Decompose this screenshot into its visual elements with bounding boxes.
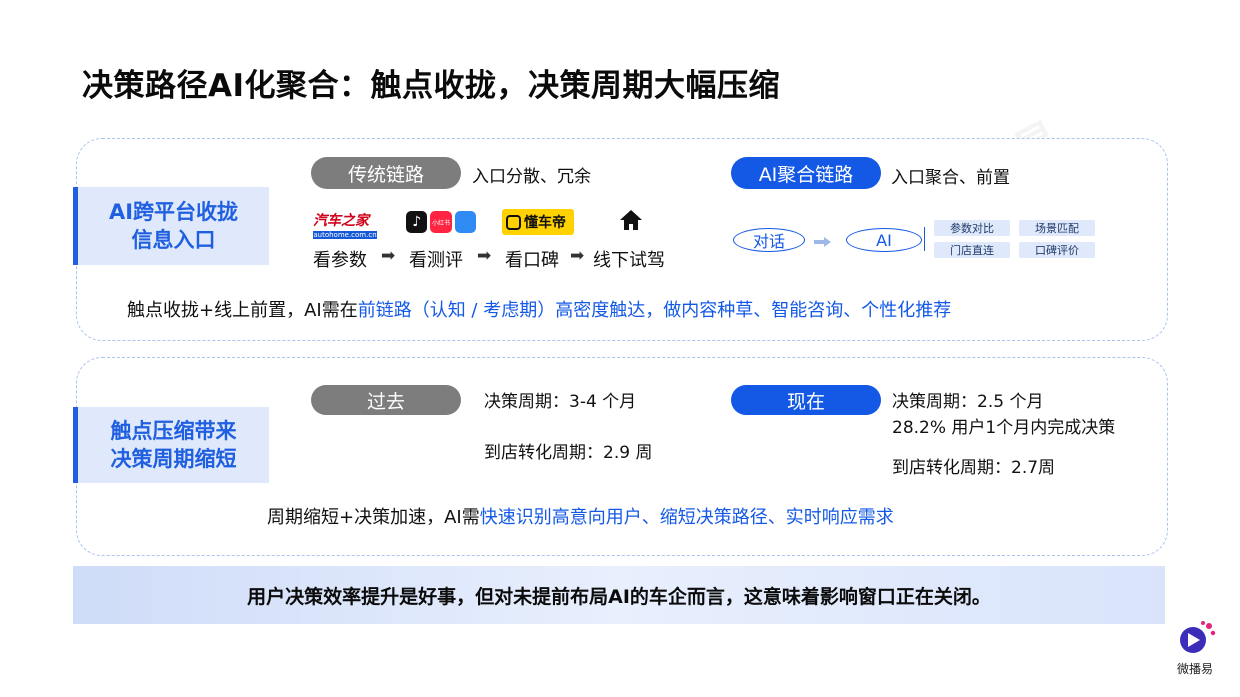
now-decision-cycle: 决策周期：2.5 个月 bbox=[892, 392, 1044, 412]
video-app-icon bbox=[454, 211, 476, 233]
section1-summary-prefix: 触点收拢+线上前置，AI需在 bbox=[127, 300, 358, 321]
brand-label: 微播易 bbox=[1176, 662, 1213, 676]
tag-param-compare: 参数对比 bbox=[934, 220, 1010, 236]
arrow-right-icon: ➡ bbox=[477, 246, 492, 266]
autohome-logo-text: 汽车之家 bbox=[313, 213, 369, 229]
traditional-path-pill: 传统链路 bbox=[311, 157, 461, 189]
brand-logo: 微播易 bbox=[1170, 620, 1220, 680]
tag-reputation-review: 口碑评价 bbox=[1019, 242, 1095, 258]
dialogue-oval: 对话 bbox=[733, 228, 805, 252]
ai-bracket bbox=[924, 227, 935, 251]
ai-oval: AI bbox=[846, 228, 922, 252]
conclusion-banner: 用户决策效率提升是好事，但对未提前布局AI的车企而言，这意味着影响窗口正在关闭。 bbox=[73, 566, 1165, 624]
tag-scenario-match: 场景匹配 bbox=[1019, 220, 1095, 236]
dongchedi-icon bbox=[506, 214, 521, 230]
flow-arrow-icon bbox=[814, 233, 832, 252]
section1-summary-highlight: 前链路（认知 / 考虑期）高密度触达，做内容种草、智能咨询、个性化推荐 bbox=[357, 300, 952, 321]
dongchedi-logo: 懂车帝 bbox=[502, 209, 574, 235]
section2-summary-prefix: 周期缩短+决策加速，AI需 bbox=[267, 507, 480, 528]
section2-side-label-line2: 决策周期缩短 bbox=[110, 447, 237, 471]
section1-summary: 触点收拢+线上前置，AI需在前链路（认知 / 考虑期）高密度触达，做内容种草、智… bbox=[127, 296, 951, 322]
page-title: 决策路径AI化聚合：触点收拢，决策周期大幅压缩 bbox=[82, 68, 781, 104]
tag-store-connect: 门店直连 bbox=[934, 242, 1010, 258]
step-view-reputation: 看口碑 bbox=[505, 250, 559, 271]
xiaohongshu-icon: 小红书 bbox=[430, 211, 452, 233]
douyin-xiaohongshu-logos: ♪ 小红书 bbox=[406, 211, 476, 235]
section1-side-label-line2: 信息入口 bbox=[131, 228, 216, 252]
section2-summary-highlight: 快速识别高意向用户、缩短决策路径、实时响应需求 bbox=[479, 507, 894, 528]
step-offline-test-drive: 线下试驾 bbox=[593, 250, 665, 271]
section2-side-label: 触点压缩带来 决策周期缩短 bbox=[73, 407, 269, 483]
section2-side-label-line1: 触点压缩带来 bbox=[110, 419, 237, 443]
ai-path-desc: 入口聚合、前置 bbox=[891, 168, 1010, 188]
section2-summary: 周期缩短+决策加速，AI需快速识别高意向用户、缩短决策路径、实时响应需求 bbox=[267, 503, 894, 529]
dongchedi-logo-text: 懂车帝 bbox=[524, 215, 566, 231]
autohome-logo: 汽车之家 autohome.com.cn bbox=[313, 210, 377, 239]
section1-side-label-line1: AI跨平台收拢 bbox=[108, 200, 239, 224]
traditional-path-desc: 入口分散、冗余 bbox=[472, 167, 591, 187]
xiaohongshu-icon-text: 小红书 bbox=[431, 219, 450, 227]
step-view-params: 看参数 bbox=[313, 250, 367, 271]
ai-path-pill: AI聚合链路 bbox=[731, 157, 881, 189]
now-pill: 现在 bbox=[731, 385, 881, 415]
past-pill: 过去 bbox=[311, 385, 461, 415]
section1-side-label: AI跨平台收拢 信息入口 bbox=[73, 187, 269, 265]
autohome-logo-url: autohome.com.cn bbox=[313, 231, 377, 239]
home-icon bbox=[618, 207, 644, 233]
step-view-reviews: 看测评 bbox=[409, 250, 463, 271]
past-store-conversion: 到店转化周期：2.9 周 bbox=[484, 443, 653, 463]
arrow-right-icon: ➡ bbox=[381, 246, 396, 266]
play-logo-icon bbox=[1180, 621, 1216, 653]
now-users-one-month: 28.2% 用户1个月内完成决策 bbox=[892, 418, 1116, 438]
past-decision-cycle: 决策周期：3-4 个月 bbox=[484, 392, 637, 412]
arrow-right-icon: ➡ bbox=[570, 246, 585, 266]
douyin-icon: ♪ bbox=[406, 211, 428, 233]
now-store-conversion: 到店转化周期：2.7周 bbox=[892, 458, 1056, 478]
